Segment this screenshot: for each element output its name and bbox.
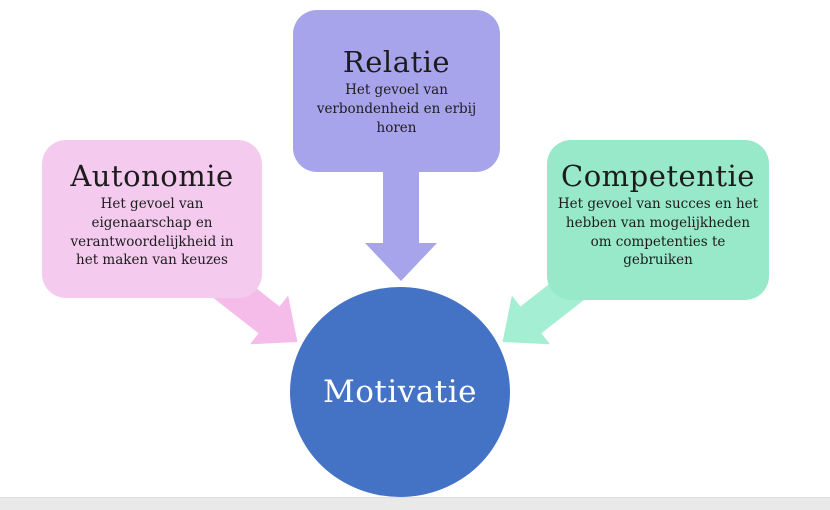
node-competentie-title: Competentie <box>561 159 755 193</box>
node-autonomie: Autonomie Het gevoel van eigenaarschap e… <box>42 140 262 298</box>
arrow-relatie-to-motivatie <box>365 160 437 281</box>
node-relatie: Relatie Het gevoel van verbondenheid en … <box>293 10 500 172</box>
node-relatie-description: Het gevoel van verbondenheid en erbij ho… <box>316 82 477 136</box>
node-autonomie-description: Het gevoel van eigenaarschap en verantwo… <box>70 196 234 269</box>
node-competentie-description: Het gevoel van succes en het hebben van … <box>557 196 759 269</box>
node-autonomie-title: Autonomie <box>70 159 234 193</box>
node-relatie-title: Relatie <box>342 45 451 79</box>
slide-bottom-edge <box>0 497 830 510</box>
node-motivatie-circle: Motivatie <box>290 287 510 497</box>
node-competentie: Competentie Het gevoel van succes en het… <box>547 140 769 300</box>
node-motivatie-label: Motivatie <box>323 374 477 410</box>
